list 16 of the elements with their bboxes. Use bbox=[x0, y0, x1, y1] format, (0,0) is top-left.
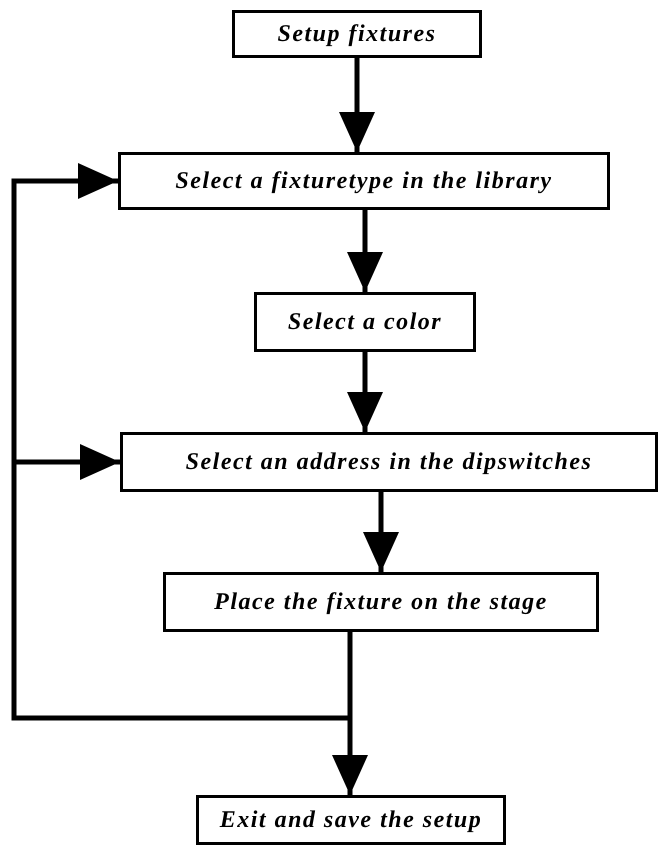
step-label: Place the fixture on the stage bbox=[214, 588, 548, 616]
process-box bbox=[163, 572, 599, 632]
arrow bbox=[347, 210, 383, 292]
process-box bbox=[254, 292, 476, 352]
step-label: Exit and save the setup bbox=[220, 806, 482, 834]
step-label: Select a color bbox=[288, 308, 442, 336]
process-box bbox=[232, 10, 482, 58]
process-box bbox=[118, 152, 610, 210]
arrow bbox=[339, 58, 375, 152]
step-label: Setup fixtures bbox=[277, 20, 437, 48]
step-label: Select an address in the dipswitches bbox=[186, 448, 592, 476]
step-label: Select a fixturetype in the library bbox=[175, 168, 553, 194]
arrow bbox=[363, 492, 399, 572]
process-box bbox=[120, 432, 658, 492]
arrow bbox=[347, 352, 383, 432]
process-box bbox=[196, 795, 506, 845]
